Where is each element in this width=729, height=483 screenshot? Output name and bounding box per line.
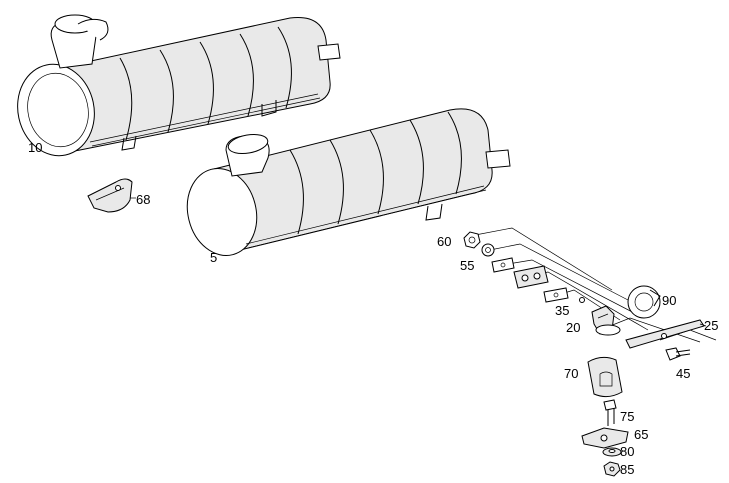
washer-55[interactable] — [481, 243, 495, 257]
rubber-block[interactable] — [513, 265, 549, 289]
part-label-75: 75 — [620, 409, 634, 424]
clamp-plate-upper[interactable] — [491, 257, 515, 273]
rear-muffler[interactable] — [9, 14, 341, 163]
strap-25[interactable] — [625, 319, 705, 349]
heat-shield-bracket[interactable] — [87, 178, 133, 213]
part-label-10: 10 — [28, 140, 42, 155]
front-muffler[interactable] — [178, 108, 511, 263]
part-label-20: 20 — [566, 320, 580, 335]
part-label-60: 60 — [437, 234, 451, 249]
part-label-5: 5 — [210, 250, 217, 265]
clamp-ring-90[interactable] — [627, 285, 661, 319]
part-label-35: 35 — [555, 303, 569, 318]
part-label-68: 68 — [136, 192, 150, 207]
nut-85[interactable] — [603, 461, 621, 477]
bracket-20[interactable] — [591, 305, 621, 336]
washer-80[interactable] — [602, 447, 622, 457]
rubber-mount-70[interactable] — [587, 356, 623, 398]
part-label-90: 90 — [662, 293, 676, 308]
part-label-45: 45 — [676, 366, 690, 381]
part-label-70: 70 — [564, 366, 578, 381]
nut-60[interactable] — [463, 231, 481, 249]
part-label-55: 55 — [460, 258, 474, 273]
part-label-80: 80 — [620, 444, 634, 459]
leader-25 — [699, 323, 707, 327]
part-label-85: 85 — [620, 462, 634, 477]
clamp-plate-lower[interactable] — [543, 287, 569, 303]
screw-75[interactable] — [603, 399, 617, 426]
bolt-45[interactable] — [665, 347, 691, 361]
part-label-65: 65 — [634, 427, 648, 442]
clip-65[interactable] — [581, 427, 629, 449]
pin-35[interactable] — [579, 297, 585, 303]
part-label-25: 25 — [704, 318, 718, 333]
assembly-guide-lines — [469, 227, 717, 343]
